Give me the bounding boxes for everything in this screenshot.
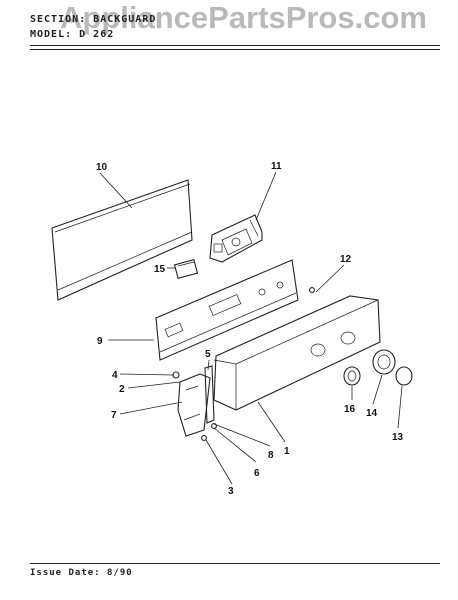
issue-date: Issue Date: 8/90 <box>30 568 133 578</box>
part-13-knob <box>395 366 413 386</box>
callout-11: 11 <box>271 161 282 172</box>
callout-4: 4 <box>112 370 118 381</box>
callout-9: 9 <box>97 336 103 347</box>
model-label: MODEL: D 262 <box>30 29 115 40</box>
callout-6: 6 <box>254 468 260 479</box>
screw-hardware <box>172 287 315 441</box>
callout-12: 12 <box>340 254 352 265</box>
callout-7: 7 <box>111 410 117 421</box>
callout-3: 3 <box>228 486 234 497</box>
leader-lines <box>99 171 403 485</box>
part-10-rear-panel <box>51 179 193 301</box>
header-rule-double <box>30 49 440 50</box>
part-9-control-panel <box>155 259 299 361</box>
part-16-knob <box>343 366 361 386</box>
callout-15: 15 <box>154 264 166 275</box>
part-1-console <box>213 295 381 411</box>
part-15-switch <box>173 258 199 280</box>
callout-2: 2 <box>119 384 125 395</box>
callout-13: 13 <box>392 432 404 443</box>
part-7-side-bracket <box>177 373 211 437</box>
callout-16: 16 <box>344 404 356 415</box>
footer-rule <box>30 563 440 564</box>
callout-8: 8 <box>268 450 274 461</box>
callout-labels: 10 11 12 15 9 5 4 2 7 16 14 13 1 8 6 3 <box>96 161 404 497</box>
part-14-dial <box>372 349 396 375</box>
part-5-trim-strip <box>204 365 215 424</box>
header-rule <box>30 45 440 46</box>
watermark-text: AppliancePartsPros.com <box>60 0 427 35</box>
part-11-control-bracket <box>209 214 263 263</box>
callout-10: 10 <box>96 162 108 173</box>
callout-5: 5 <box>205 349 211 360</box>
callout-14: 14 <box>366 408 378 419</box>
section-title: SECTION: BACKGUARD <box>30 14 157 25</box>
callout-1: 1 <box>284 446 290 457</box>
